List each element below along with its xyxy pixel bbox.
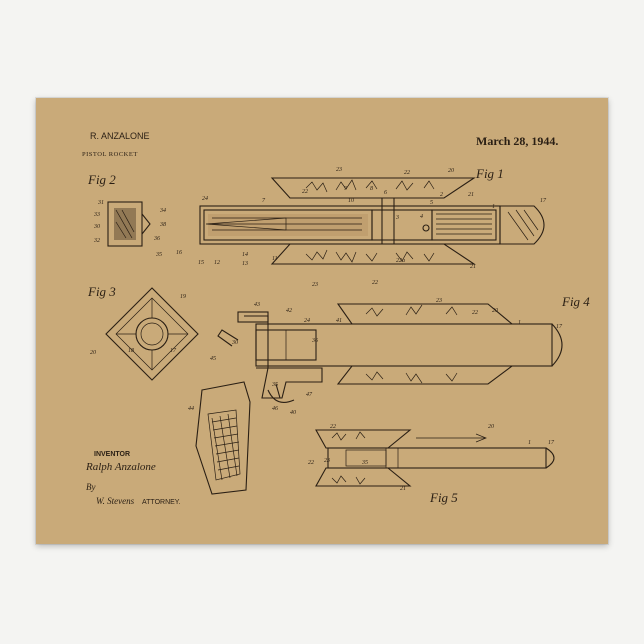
ref-number: 21 <box>400 486 406 492</box>
ref-number: 22 <box>308 460 314 466</box>
ref-number: 14 <box>242 251 248 258</box>
ref-number: 2 <box>440 192 443 198</box>
ref-number: 22 <box>330 424 336 430</box>
ref-number: 17 <box>540 198 547 204</box>
figure-5-drawing: Fig 5 20 22 22 23 35 21 1 17 <box>308 424 555 505</box>
ref-number: 20 <box>448 168 454 174</box>
ref-number: 22a <box>396 258 405 264</box>
ref-number: 19 <box>180 294 186 300</box>
ref-number: 21 <box>468 192 474 198</box>
ref-number: 7 <box>262 198 266 204</box>
ref-number: 36 <box>311 338 318 344</box>
attorney-signature: W. Stevens <box>96 496 135 506</box>
ref-number: 34 <box>159 207 166 214</box>
ref-number: 1 <box>518 320 521 326</box>
figure-3-label: Fig 3 <box>87 284 116 299</box>
ref-number: 32 <box>93 238 100 244</box>
ref-number: 35 <box>155 252 162 258</box>
figure-4-label: Fig 4 <box>561 294 590 309</box>
ref-number: 40 <box>290 409 296 416</box>
ref-number: 10 <box>348 198 354 204</box>
figure-1-drawing: Fig 1 23 22 9 8 22 20 6 2 5 21 17 24 7 <box>176 166 547 288</box>
ref-number: 30 <box>93 224 100 230</box>
ref-number: 16 <box>176 250 182 256</box>
ref-number: 23 <box>312 282 318 288</box>
ref-number: 5 <box>430 200 433 206</box>
patent-poster: R. ANZALONE PISTOL ROCKET March 28, 1944… <box>36 98 608 544</box>
ref-number: 8 <box>370 186 373 192</box>
ref-number: 13 <box>242 261 248 267</box>
ref-number: 17 <box>548 440 555 446</box>
ref-number: 22 <box>472 310 478 316</box>
attorney-label: ATTORNEY. <box>142 499 181 506</box>
ref-number: 23 <box>324 458 330 464</box>
ref-number: 11 <box>272 256 278 262</box>
ref-number: 20 <box>90 350 96 356</box>
ref-number: 46 <box>272 405 278 412</box>
ref-number: 21 <box>470 264 476 270</box>
ref-number: 18 <box>128 348 134 354</box>
figure-5-label: Fig 5 <box>429 490 458 505</box>
ref-number: 23 <box>436 298 442 304</box>
by-label: By <box>86 482 96 492</box>
figure-1-label: Fig 1 <box>475 166 504 181</box>
ref-number: 9 <box>344 186 347 192</box>
patent-title: PISTOL ROCKET <box>82 151 138 158</box>
ref-number: 20 <box>488 424 494 430</box>
ref-number: 47 <box>306 391 313 398</box>
ref-number: 31 <box>97 200 104 206</box>
ref-number: 20 <box>492 308 498 314</box>
ref-number: 43 <box>254 301 260 308</box>
ref-number: 24 <box>304 317 310 324</box>
ref-number: 45 <box>210 355 216 362</box>
ref-number: 38 <box>159 222 166 228</box>
ref-number: 41 <box>336 317 342 324</box>
ref-number: 33 <box>93 212 100 218</box>
ref-number: 36 <box>153 236 160 242</box>
ref-number: 35 <box>361 460 368 466</box>
inventor-signature: Ralph Anzalone <box>85 461 156 473</box>
patent-date: March 28, 1944. <box>476 134 558 148</box>
ref-number: 12 <box>214 260 220 266</box>
ref-number: 4 <box>420 213 423 220</box>
ref-number: 35 <box>271 382 278 388</box>
ref-number: 22 <box>302 189 308 195</box>
ref-number: 6 <box>384 190 387 196</box>
ref-number: 30 <box>231 340 238 346</box>
ref-number: 23 <box>336 167 342 173</box>
ref-number: 17 <box>170 348 177 354</box>
patent-drawing-sheet: R. ANZALONE PISTOL ROCKET March 28, 1944… <box>36 98 608 544</box>
figure-3-drawing: Fig 3 19 20 18 17 <box>87 284 198 380</box>
ref-number: 15 <box>198 260 204 266</box>
ref-number: 17 <box>556 324 563 330</box>
ref-number: 44 <box>188 405 194 412</box>
ref-number: 42 <box>286 307 292 314</box>
inventor-name: R. ANZALONE <box>90 131 150 141</box>
ref-number: 24 <box>202 195 208 202</box>
inventor-label: INVENTOR <box>94 451 130 458</box>
ref-number: 22 <box>404 170 410 176</box>
figure-2-drawing: Fig 2 31 33 30 32 34 35 36 38 <box>87 172 166 258</box>
ref-number: 1 <box>528 440 531 446</box>
ref-number: 22 <box>372 280 378 286</box>
figure-2-label: Fig 2 <box>87 172 116 187</box>
ref-number: 3 <box>395 215 399 221</box>
figure-4-drawing: Fig 4 43 42 24 41 23 22 20 1 17 45 30 36 <box>188 294 590 494</box>
ref-number: 1 <box>492 204 495 210</box>
